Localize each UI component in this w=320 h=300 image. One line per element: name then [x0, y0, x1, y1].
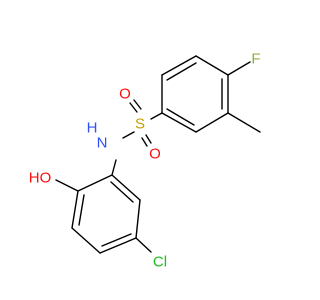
bond: [101, 233, 132, 247]
atom-n: N: [97, 135, 108, 152]
atom-nh-hydrogen: H: [87, 120, 98, 137]
bond: [166, 108, 195, 126]
atom-o-top: O: [119, 86, 131, 103]
bond: [161, 55, 197, 76]
bond: [71, 227, 101, 254]
benzene-ring-top: [161, 55, 229, 133]
bond-c-cl: [135, 237, 152, 253]
bond: [71, 190, 79, 229]
bond-c-oh: [55, 179, 79, 192]
benzene-ring-bottom: [71, 174, 141, 254]
bond-n-c: [111, 159, 117, 176]
molecule-structure: F S O O H N HO Cl: [29, 51, 261, 271]
bond: [166, 62, 197, 81]
bond-s-o-bottom: [141, 137, 148, 147]
bond-s-o-bottom: [145, 134, 152, 144]
bond: [135, 199, 141, 239]
atom-f: F: [251, 51, 260, 68]
atom-o-bottom: O: [149, 146, 161, 163]
bond-c-s: [150, 112, 163, 120]
bond-s-n: [122, 131, 135, 139]
bond: [78, 194, 85, 226]
atom-cl: Cl: [153, 254, 167, 271]
bond: [161, 112, 197, 133]
bond-c-methyl: [227, 112, 261, 133]
bond: [111, 174, 141, 201]
atom-hydroxyl: HO: [29, 170, 52, 187]
bond: [77, 174, 113, 192]
bond-s-o-top: [133, 99, 142, 110]
bond: [195, 55, 229, 76]
bond: [195, 112, 229, 133]
bond-c-f: [227, 61, 251, 76]
bond: [110, 181, 134, 203]
atom-s: S: [135, 116, 145, 133]
bond: [99, 237, 137, 254]
bond-s-o-top: [129, 102, 138, 113]
